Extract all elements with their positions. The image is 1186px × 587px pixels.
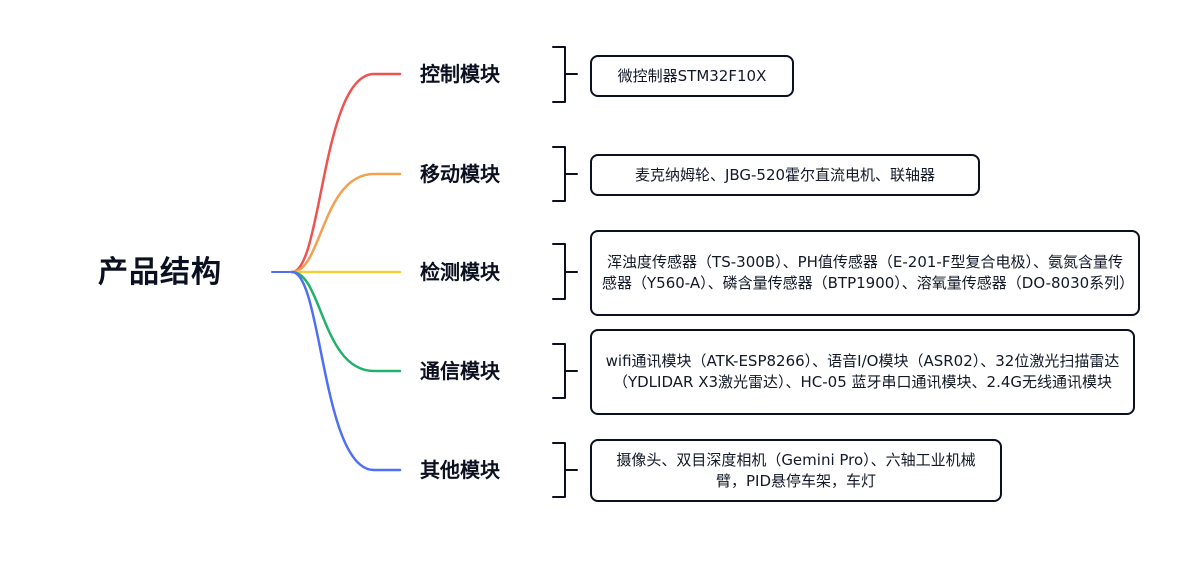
bracket-control — [552, 46, 578, 103]
detail-box-communication: wifi通讯模块（ATK-ESP8266）、语音I/O模块（ASR02）、32位… — [590, 329, 1135, 415]
detail-box-movement: 麦克纳姆轮、JBG-520霍尔直流电机、联轴器 — [590, 154, 980, 196]
detail-box-control: 微控制器STM32F10X — [590, 55, 794, 97]
branch-line-communication — [290, 270, 402, 373]
bracket-movement — [552, 146, 578, 202]
branch-line-movement — [290, 172, 402, 274]
branch-label-other: 其他模块 — [420, 458, 500, 482]
detail-text-other: 摄像头、双目深度相机（Gemini Pro）、六轴工业机械臂，PID悬停车架，车… — [616, 450, 976, 490]
detail-text-detection: 浑浊度传感器（TS-300B）、PH值传感器（E-201-F型复合电极）、氨氮含… — [602, 253, 1135, 292]
detail-text-communication: wifi通讯模块（ATK-ESP8266）、语音I/O模块（ASR02）、32位… — [605, 352, 1120, 391]
root-topic: 产品结构 — [98, 255, 222, 290]
branch-label-movement: 移动模块 — [420, 162, 500, 186]
detail-box-other: 摄像头、双目深度相机（Gemini Pro）、六轴工业机械臂，PID悬停车架，车… — [590, 439, 1002, 502]
bracket-communication — [552, 343, 578, 399]
branch-label-control: 控制模块 — [420, 62, 500, 86]
detail-text-control: 微控制器STM32F10X — [617, 66, 767, 85]
detail-box-detection: 浑浊度传感器（TS-300B）、PH值传感器（E-201-F型复合电极）、氨氮含… — [590, 230, 1140, 316]
branch-line-other — [290, 270, 402, 472]
bracket-other — [552, 442, 578, 498]
bracket-detection — [552, 243, 578, 300]
branch-label-detection: 检测模块 — [420, 260, 500, 284]
branch-label-communication: 通信模块 — [420, 359, 500, 383]
detail-text-movement: 麦克纳姆轮、JBG-520霍尔直流电机、联轴器 — [634, 165, 936, 184]
branch-line-control — [290, 72, 402, 274]
